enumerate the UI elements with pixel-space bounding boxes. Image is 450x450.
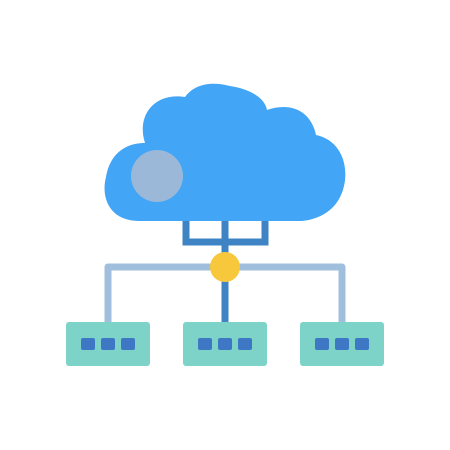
server-node-indicator bbox=[101, 338, 115, 350]
server-node-right bbox=[300, 322, 384, 366]
server-nodes bbox=[66, 322, 384, 366]
cloud-highlight-circle bbox=[131, 150, 183, 202]
server-node-indicator bbox=[315, 338, 329, 350]
server-node-center bbox=[183, 322, 267, 366]
server-node-indicator bbox=[81, 338, 95, 350]
network-hub-node bbox=[210, 252, 240, 282]
server-node-left bbox=[66, 322, 150, 366]
server-node-indicator bbox=[355, 338, 369, 350]
server-node-indicator bbox=[335, 338, 349, 350]
server-node-indicator bbox=[121, 338, 135, 350]
cloud-shape bbox=[104, 83, 346, 222]
server-node-indicator bbox=[198, 338, 212, 350]
server-node-indicator bbox=[238, 338, 252, 350]
server-node-indicator bbox=[218, 338, 232, 350]
